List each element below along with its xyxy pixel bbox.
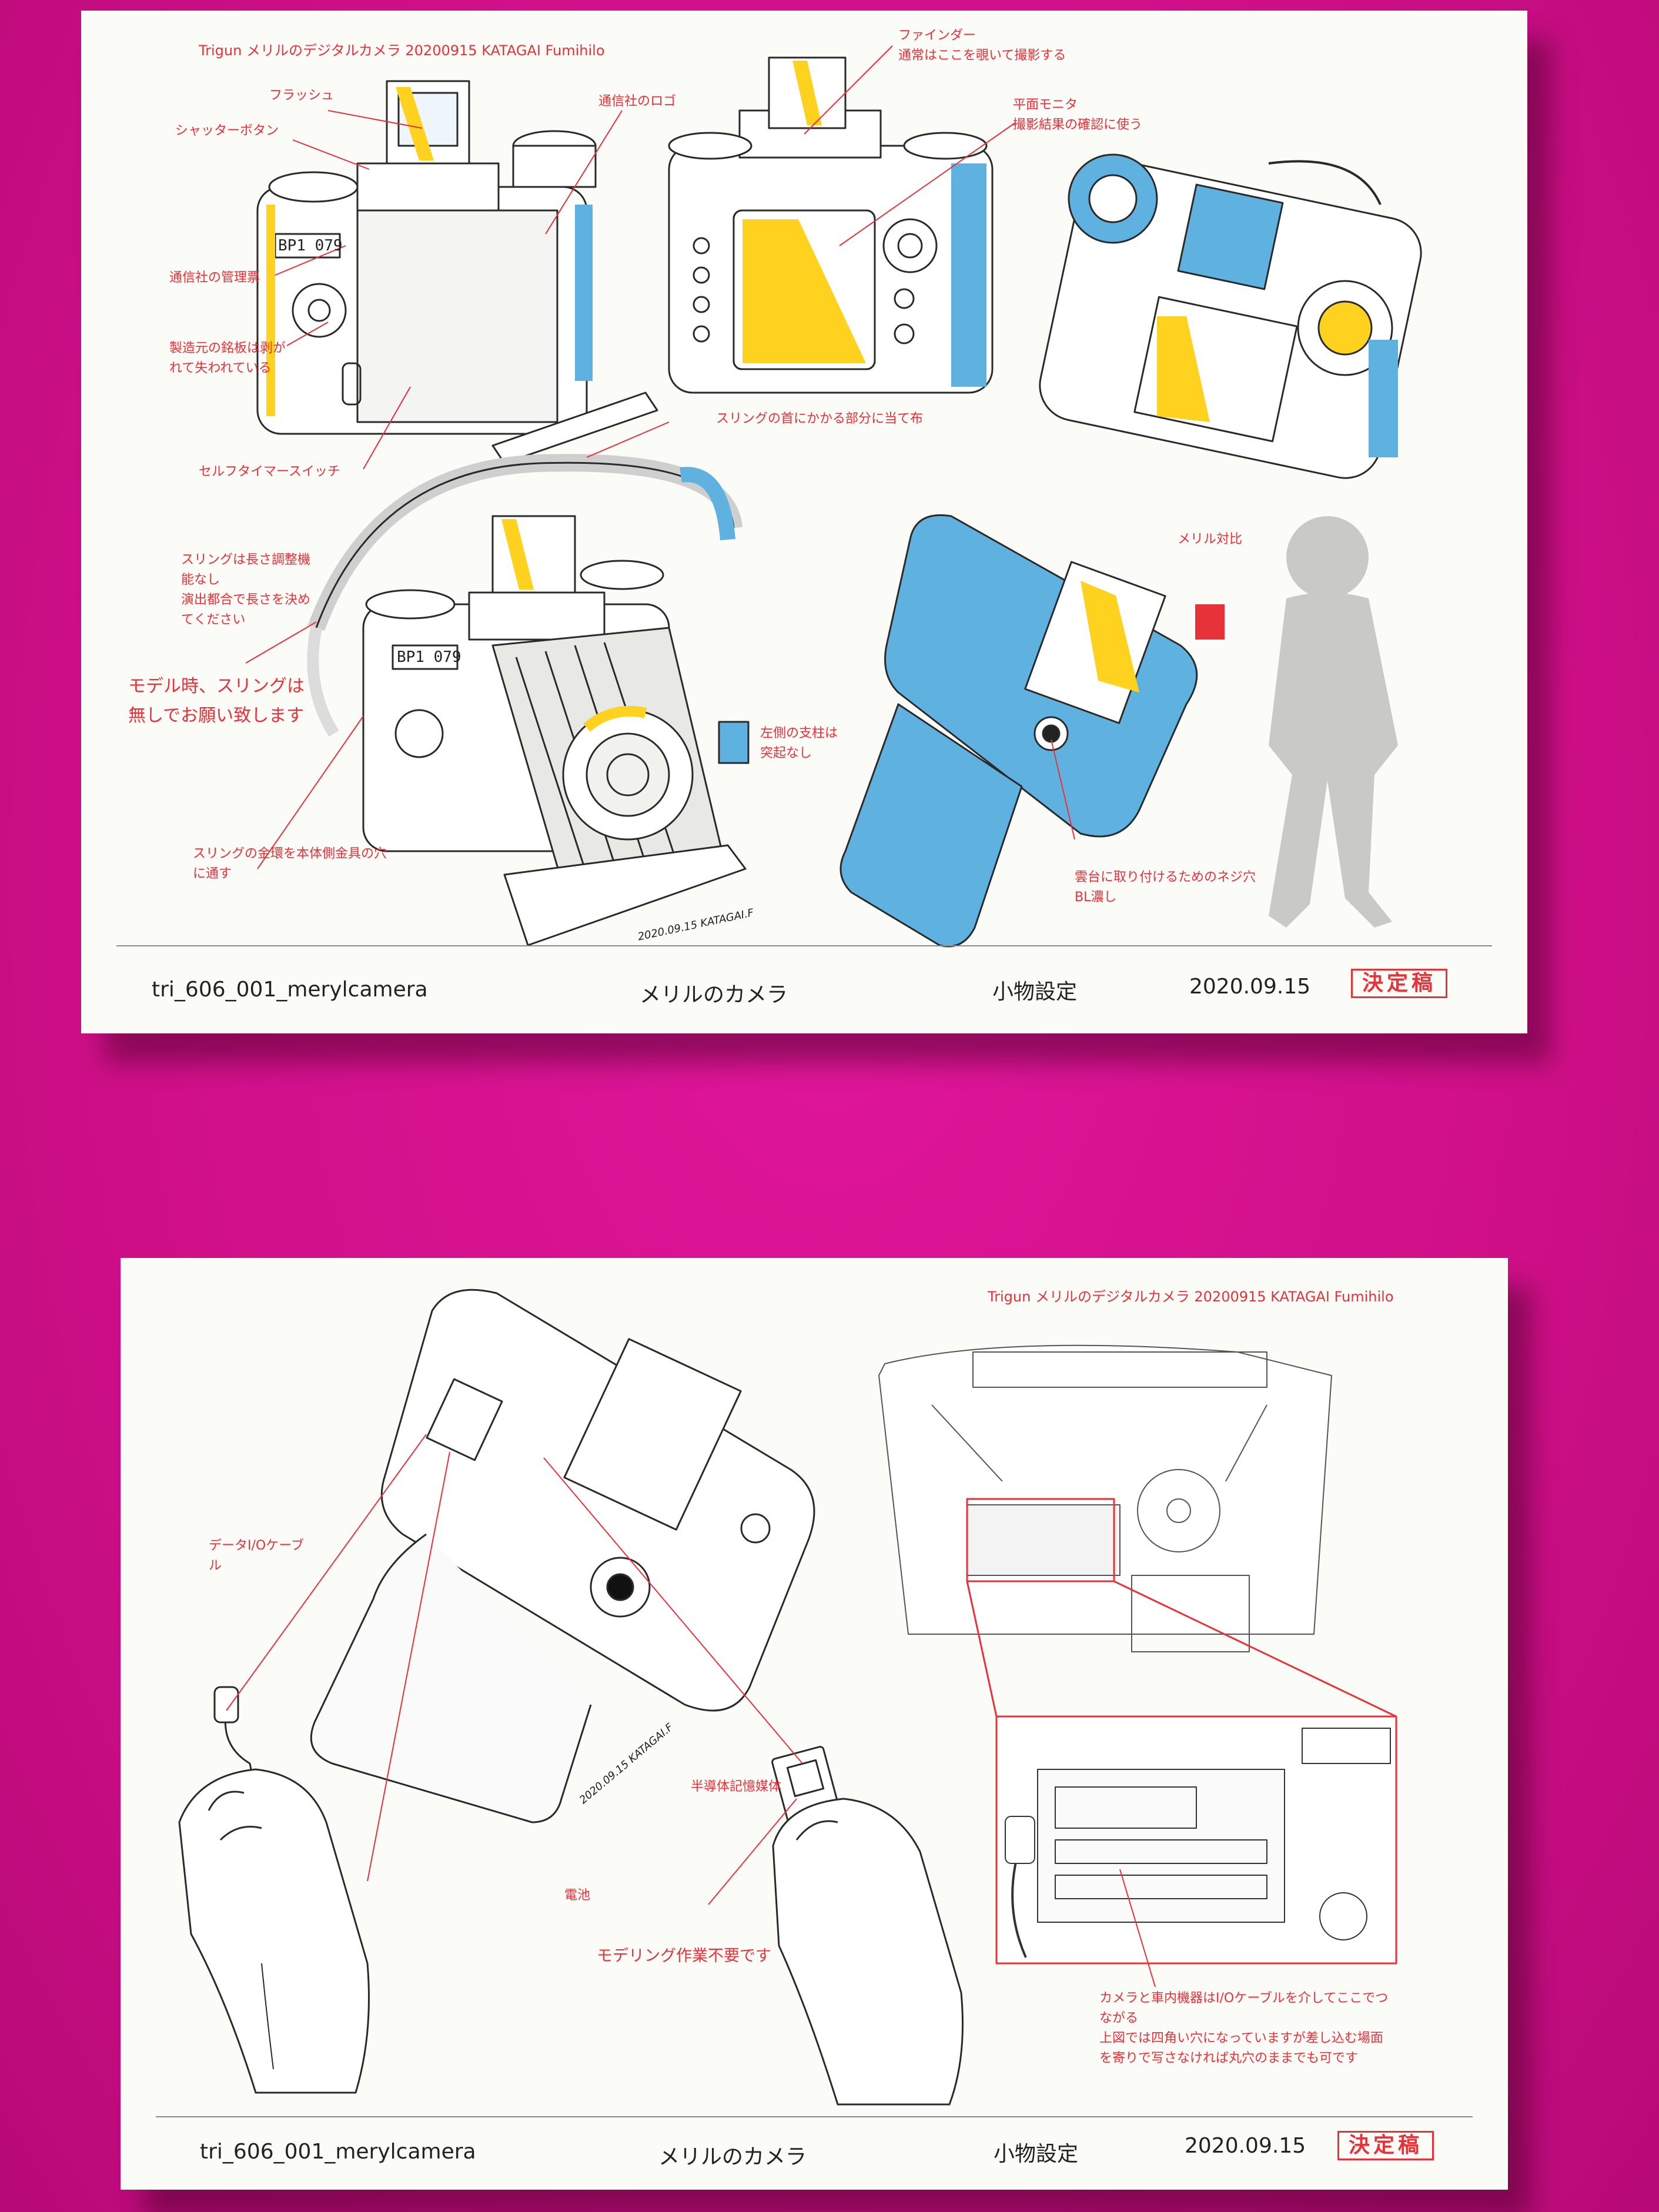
label-tripod-2: BL濃し — [1075, 890, 1117, 905]
camera-unfolded-drawing — [307, 454, 750, 946]
footer-category-2: 小物設定 — [994, 2142, 1079, 2166]
label-finder-note: 通常はここを覗いて撮影する — [898, 48, 1066, 63]
footer-category-1: 小物設定 — [992, 980, 1078, 1004]
label-cable-1: データI/Oケーブ — [209, 1538, 304, 1553]
footer-divider-2 — [156, 2116, 1473, 2117]
label-monitor: 平面モニタ — [1013, 98, 1078, 112]
sheet2-leader-lines — [226, 1434, 1156, 1987]
label-brace-2: 突起なし — [760, 746, 812, 761]
approval-stamp-2: 決定稿 — [1337, 2131, 1434, 2160]
label-battery: 電池 — [564, 1888, 591, 1903]
label-sling-metal-1: スリングの金環を本体側金具の穴 — [193, 846, 387, 861]
label-sling-1: スリングは長さ調整機 — [181, 553, 311, 567]
camera-front-folded-drawing — [256, 80, 597, 435]
label-logo: 通信社のロゴ — [598, 94, 677, 109]
footer-name-2: メリルのカメラ — [658, 2145, 807, 2169]
label-flash: フラッシュ — [269, 88, 335, 103]
sheet1-title: Trigun メリルのデジタルカメラ 20200915 KATAGAI Fumi… — [199, 42, 605, 59]
label-sling-2: 能なし — [181, 573, 220, 587]
label-finder: ファインダー — [898, 28, 976, 43]
dashboard-detail-drawing — [1005, 1728, 1391, 1958]
sheet2-title: Trigun メリルのデジタルカメラ 20200915 KATAGAI Fumi… — [988, 1289, 1394, 1305]
design-sheet-1: Trigun メリルのデジタルカメラ 20200915 KATAGAI Fumi… — [81, 11, 1527, 1033]
label-mgmt-no: 通信社の管理票 — [169, 270, 260, 285]
approval-stamp-1: 決定稿 — [1351, 969, 1448, 998]
label-plate-1: 製造元の銘板は剥が — [169, 341, 286, 356]
label-sling-4: てください — [181, 613, 246, 627]
sheet2-drawings — [178, 1289, 1397, 2106]
design-sheet-2: Trigun メリルのデジタルカメラ 20200915 KATAGAI Fumi… — [121, 1258, 1508, 2190]
bp-plate-unfolded: BP1 079 — [397, 648, 461, 666]
label-timer: セルフタイマースイッチ — [199, 464, 340, 479]
label-no-modeling: モデリング作業不要です — [597, 1947, 771, 1965]
footer-code-2: tri_606_001_merylcamera — [200, 2140, 476, 2164]
footer-code-1: tri_606_001_merylcamera — [152, 978, 428, 1002]
footer-date-2: 2020.09.15 — [1185, 2134, 1306, 2158]
label-cable-2: ル — [209, 1558, 222, 1573]
label-note-3: 上図では四角い穴になっていますが差し込む場面 — [1099, 2031, 1383, 2046]
footer-divider-1 — [116, 945, 1492, 946]
sheet1-drawings — [245, 45, 1422, 948]
label-brace-1: 左側の支柱は — [760, 726, 838, 741]
label-plate-2: れて失われている — [169, 361, 272, 376]
label-sling-3: 演出都合で長さを決め — [181, 593, 311, 607]
meryl-silhouette-drawing — [1269, 516, 1398, 928]
label-note-1: カメラと車内機器はI/Oケーブルを介してここでつ — [1099, 1991, 1389, 2006]
camera-back-drawing — [668, 56, 994, 394]
bp-plate-front: BP1 079 — [278, 237, 343, 255]
annotation-leader-lines — [245, 45, 1075, 869]
label-model-1: モデル時、スリングは — [128, 676, 305, 697]
hand-with-cable-drawing — [178, 1686, 370, 2094]
label-tripod-1: 雲台に取り付けるためのネジ穴 — [1075, 870, 1256, 885]
label-shutter: シャッターボタン — [175, 123, 279, 138]
car-interior-drawing — [878, 1344, 1332, 1652]
label-monitor-note: 撮影結果の確認に使う — [1013, 118, 1143, 132]
label-memory: 半導体記憶媒体 — [691, 1779, 782, 1794]
label-meryl-compare: メリル対比 — [1178, 532, 1243, 547]
label-note-4: を寄りで写さなければ丸穴のままでも可です — [1099, 2051, 1359, 2066]
label-strap-pad: スリングの首にかかる部分に当て布 — [716, 411, 924, 426]
camera-underside-drawing — [310, 1289, 815, 1823]
label-note-2: ながる — [1099, 2011, 1139, 2026]
footer-date-1: 2020.09.15 — [1189, 975, 1311, 999]
camera-top-view-drawing — [1039, 153, 1422, 479]
footer-name-1: メリルのカメラ — [640, 983, 788, 1007]
hand-with-memory-card-drawing — [771, 1746, 964, 2106]
camera-flip-screen-drawing — [839, 514, 1198, 948]
camera-scale-marker — [1195, 604, 1225, 640]
label-model-2: 無しでお願い致します — [128, 705, 305, 726]
label-sling-metal-2: に通す — [193, 866, 232, 881]
